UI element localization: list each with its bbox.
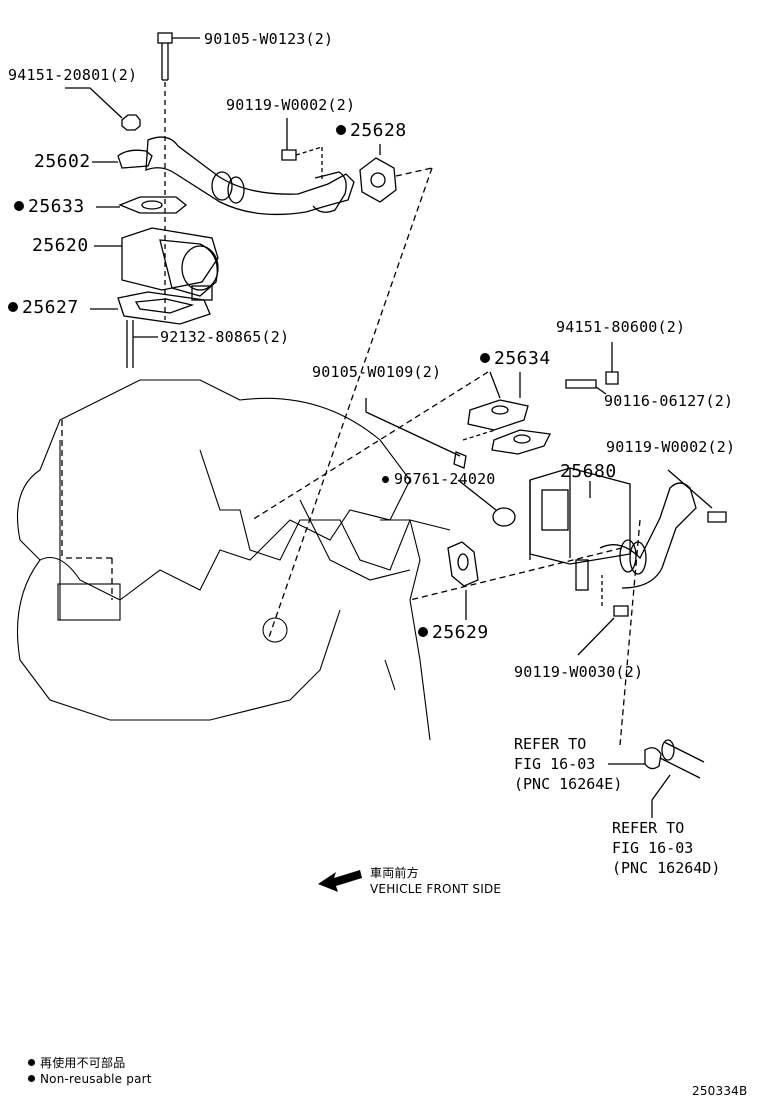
label-gasket-25629: 25629 [418, 622, 489, 643]
legend-en-text: Non-reusable part [40, 1072, 152, 1086]
legend-jp: 再使用不可部品 [28, 1054, 125, 1071]
nonreusable-dot-icon [418, 627, 428, 637]
label-gasket-25634: 25634 [480, 348, 551, 369]
nonreusable-dot-icon [28, 1075, 35, 1082]
label-gasket-25633-text: 25633 [28, 196, 85, 217]
reference-note-left: REFER TO FIG 16-03 (PNC 16264E) [514, 735, 623, 793]
nonreusable-dot-icon [336, 125, 346, 135]
direction-jp: 車両前方 [370, 866, 419, 880]
legend-jp-text: 再使用不可部品 [40, 1056, 126, 1070]
label-valve-25620: 25620 [32, 235, 89, 256]
label-gasket-25628: 25628 [336, 120, 407, 141]
figure-id: 250334B [692, 1084, 748, 1098]
nonreusable-dot-icon [14, 201, 24, 211]
label-gasket-25628-text: 25628 [350, 120, 407, 141]
label-nut-right: 94151-80600(2) [556, 318, 686, 336]
label-gasket-25629-text: 25629 [432, 622, 489, 643]
label-bolt-top: 90105-W0123(2) [204, 30, 334, 48]
nonreusable-dot-icon [382, 476, 389, 483]
nonreusable-dot-icon [28, 1059, 35, 1066]
label-bolt-right-pipe: 90119-W0002(2) [606, 438, 736, 456]
egr-pipe-drawing [117, 136, 355, 216]
legend-en: Non-reusable part [28, 1072, 152, 1086]
label-oring: 96761-24020 [382, 470, 496, 488]
bolt-top-drawing [157, 32, 200, 81]
nonreusable-dot-icon [8, 302, 18, 312]
label-bolt-pipe: 90119-W0002(2) [226, 96, 356, 114]
label-gasket-25627: 25627 [8, 297, 79, 318]
label-bolt-right-mid: 90116-06127(2) [604, 392, 734, 410]
egr-cooler-drawing [529, 467, 697, 591]
label-gasket-25633: 25633 [14, 196, 85, 217]
label-cooler-25680: 25680 [560, 461, 617, 482]
label-gasket-25634-text: 25634 [494, 348, 551, 369]
label-oring-text: 96761-24020 [394, 470, 496, 488]
nonreusable-dot-icon [480, 353, 490, 363]
label-gasket-25627-text: 25627 [22, 297, 79, 318]
label-pipe-25602: 25602 [34, 151, 91, 172]
label-stud: 92132-80865(2) [160, 328, 290, 346]
direction-en: VEHICLE FRONT SIDE [370, 882, 502, 896]
label-nut-left: 94151-20801(2) [8, 66, 138, 84]
engine-block-drawing [16, 379, 451, 741]
label-bolt-left-mid: 90105-W0109(2) [312, 363, 442, 381]
label-bolt-bottom: 90119-W0030(2) [514, 663, 644, 681]
reference-note-right: REFER TO FIG 16-03 (PNC 16264D) [612, 819, 721, 877]
